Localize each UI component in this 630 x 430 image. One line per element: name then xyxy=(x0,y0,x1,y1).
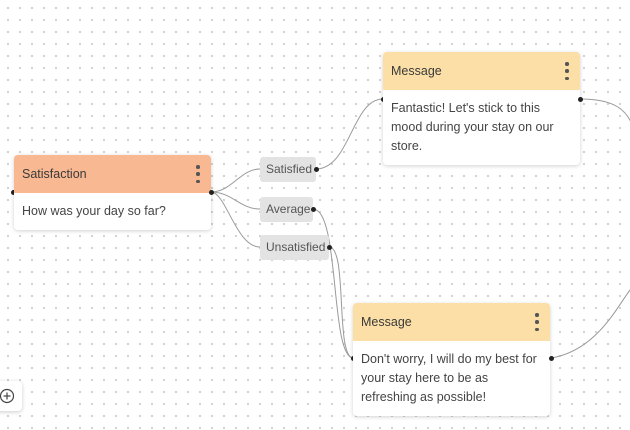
message-top-node[interactable]: Message Fantastic! Let's stick to this m… xyxy=(383,52,580,165)
option-average-port[interactable] xyxy=(310,206,316,212)
message-bottom-node-text: Don't worry, I will do my best for your … xyxy=(361,352,537,404)
option-average[interactable]: Average xyxy=(260,197,313,222)
option-unsatisfied[interactable]: Unsatisfied xyxy=(260,235,329,260)
option-satisfied[interactable]: Satisfied xyxy=(260,157,316,182)
message-bottom-node[interactable]: Message Don't worry, I will do my best f… xyxy=(353,303,550,416)
message-bottom-node-title: Message xyxy=(361,315,412,329)
message-top-node-title: Message xyxy=(391,64,442,78)
message-top-node-text: Fantastic! Let's stick to this mood duri… xyxy=(391,101,554,153)
zoom-in-button[interactable] xyxy=(0,381,22,411)
connector-satisfaction-unsatisfied xyxy=(210,191,261,248)
message-bottom-output-port[interactable] xyxy=(548,355,554,361)
message-bottom-node-header[interactable]: Message xyxy=(353,303,550,341)
option-satisfied-port[interactable] xyxy=(313,166,319,172)
kebab-menu-icon[interactable] xyxy=(562,62,572,80)
connector-satisfaction-satisfied xyxy=(210,168,261,193)
satisfaction-node-title: Satisfaction xyxy=(22,167,87,181)
satisfaction-input-port[interactable] xyxy=(11,189,16,195)
satisfaction-output-port[interactable] xyxy=(208,189,214,195)
option-unsatisfied-port[interactable] xyxy=(326,244,332,250)
zoom-in-icon xyxy=(0,388,15,404)
kebab-menu-icon[interactable] xyxy=(193,165,203,183)
connector-unsatisfied-message-bottom xyxy=(328,246,354,359)
connector-average-message-bottom xyxy=(312,208,354,359)
connector-message-top-out xyxy=(579,98,630,122)
message-top-output-port[interactable] xyxy=(577,96,583,102)
kebab-menu-icon[interactable] xyxy=(532,313,542,331)
message-top-node-header[interactable]: Message xyxy=(383,52,580,90)
connector-satisfaction-average xyxy=(210,191,261,210)
satisfaction-node-header[interactable]: Satisfaction xyxy=(14,155,211,193)
connector-satisfied-message-top xyxy=(315,98,384,170)
connector-message-bottom-out xyxy=(550,289,630,359)
satisfaction-node[interactable]: Satisfaction How was your day so far? xyxy=(14,155,211,230)
satisfaction-node-text: How was your day so far? xyxy=(22,204,166,218)
